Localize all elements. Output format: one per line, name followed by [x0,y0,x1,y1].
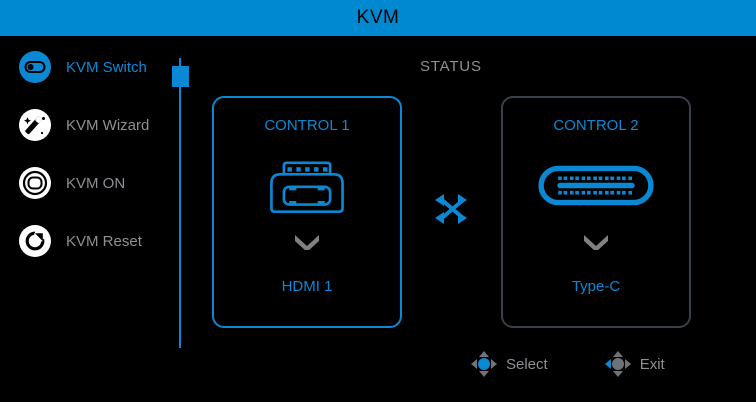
sidebar-item-label: KVM Reset [66,232,142,250]
control-source-label: Type-C [571,278,621,295]
joystick-press-icon [470,350,498,378]
hint-label: Exit [639,355,665,373]
chevron-down-icon [214,232,400,250]
control-card-1[interactable]: CONTROL 1 HDMI 1 [212,96,402,328]
chevron-down-icon [503,232,689,250]
titlebar: KVM [0,0,756,36]
usb-type-c-icon [503,150,689,220]
sidebar-item-label: KVM ON [66,174,126,192]
power-ring-icon [18,166,52,200]
joystick-left-icon [604,350,632,378]
titlebar-divider [0,36,756,39]
magic-wand-icon [18,108,52,142]
reset-arrow-icon [18,224,52,258]
sidebar-item-kvm-reset[interactable]: KVM Reset [18,219,170,263]
sidebar-item-kvm-wizard[interactable]: KVM Wizard [18,103,170,147]
status-heading: STATUS [420,58,482,75]
shuffle-icon [430,188,472,230]
sidebar-item-kvm-switch[interactable]: KVM Switch [18,45,170,89]
sidebar-item-label: KVM Wizard [66,116,150,134]
sidebar-menu: KVM Switch KVM Wizard [0,45,170,345]
control-source-label: HDMI 1 [281,278,333,295]
hdmi-port-icon [214,150,400,220]
page-title: KVM [356,7,400,28]
menu-scrollbar-track[interactable] [179,58,181,348]
hint-label: Select [506,355,548,373]
hint-exit[interactable]: Exit [604,350,665,378]
toggle-switch-icon [18,50,52,84]
control-card-title: CONTROL 2 [553,117,639,134]
sidebar-item-kvm-on[interactable]: KVM ON [18,161,170,205]
hint-select[interactable]: Select [470,350,548,378]
control-card-2[interactable]: CONTROL 2 [501,96,691,328]
sidebar-item-label: KVM Switch [66,58,147,76]
control-card-title: CONTROL 1 [264,117,350,134]
footer-hints: Select Exit [470,348,740,380]
menu-scrollbar-thumb[interactable] [172,66,189,87]
